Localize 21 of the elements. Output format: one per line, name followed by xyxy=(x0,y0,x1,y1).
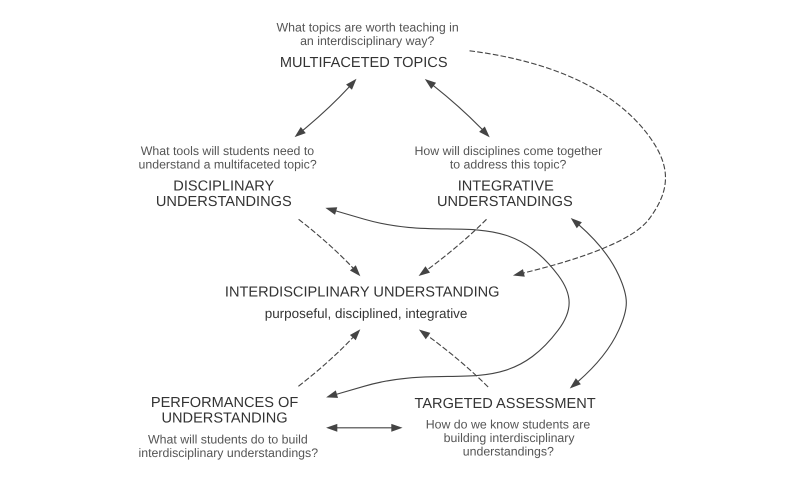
node-label: What tools will students need to understand a multifaceted topic? xyxy=(138,144,316,172)
arrow xyxy=(418,330,488,388)
node-text: DISCIPLINARY UNDERSTANDINGS xyxy=(155,178,292,210)
node-label: How do we know students are building interdisciplinary understandings? xyxy=(425,418,590,459)
node-label: How will disciplines come together to address this topic? xyxy=(414,144,602,172)
arrow xyxy=(569,218,626,388)
arrow xyxy=(324,207,570,398)
node-text: INTERDISCIPLINARY UNDERSTANDING purposeful, disciplined, integrative xyxy=(224,284,500,321)
node-text: MULTIFACETED TOPICS xyxy=(279,54,448,71)
arrow xyxy=(298,218,360,276)
node-label: What will students do to build interdisciplinary understandings? xyxy=(138,432,318,460)
arrow xyxy=(468,50,666,277)
arrow xyxy=(418,218,486,276)
arrow xyxy=(294,78,356,138)
arrow xyxy=(298,329,360,387)
node-label: What topics are worth teaching in an interdisciplinary way? xyxy=(276,20,458,48)
node-text: PERFORMANCES OF UNDERSTANDING xyxy=(150,394,298,427)
arrow xyxy=(326,424,402,432)
node-text: TARGETED ASSESSMENT xyxy=(414,396,596,412)
node-text: INTEGRATIVE UNDERSTANDINGS xyxy=(436,178,572,210)
arrow xyxy=(424,78,490,138)
